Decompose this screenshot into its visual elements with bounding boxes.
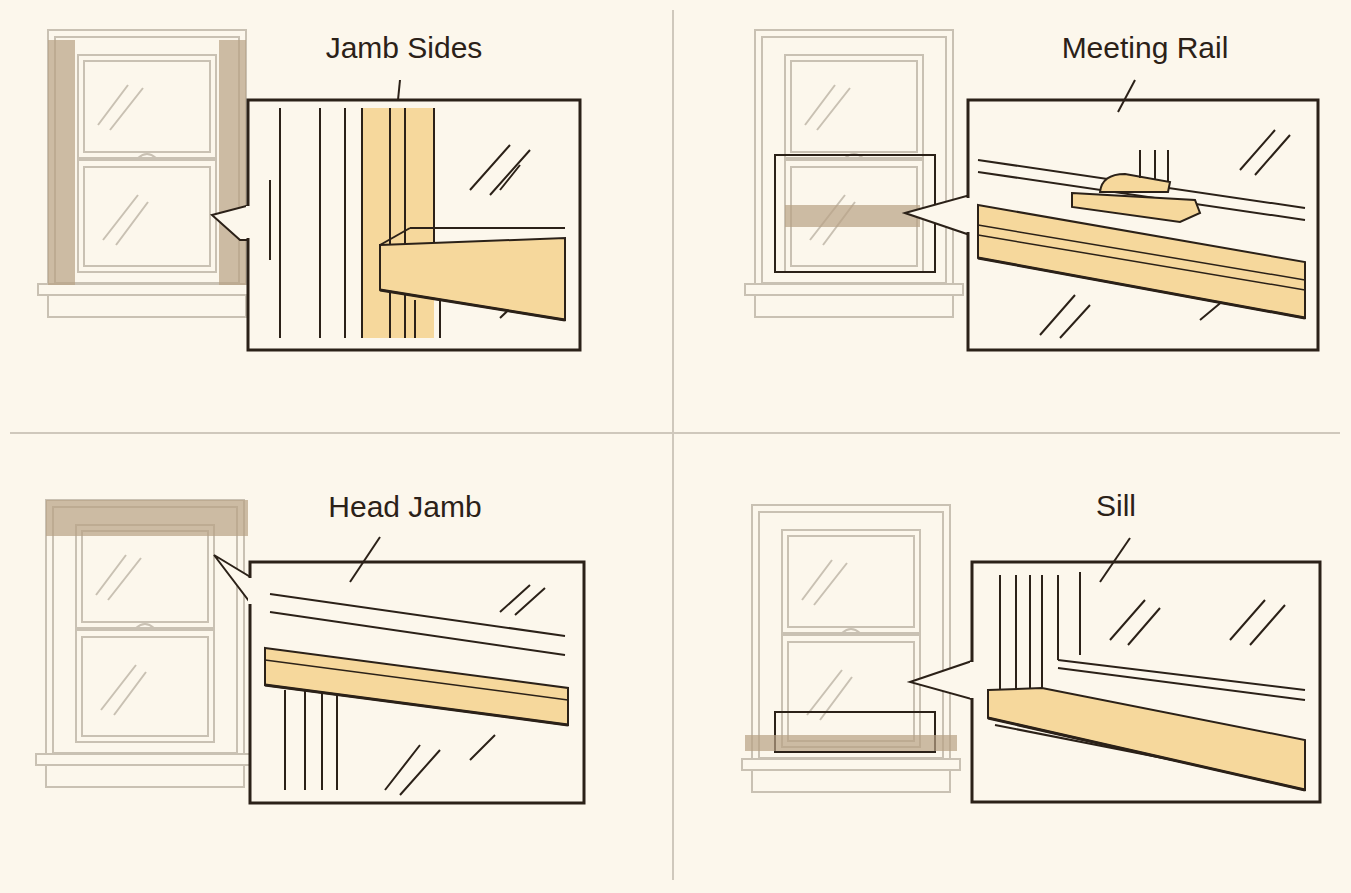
part-label: Sill bbox=[1096, 488, 1136, 524]
part-label: Meeting Rail bbox=[1062, 30, 1229, 66]
part-label: Head Jamb bbox=[328, 489, 481, 525]
part-label: Jamb Sides bbox=[326, 30, 483, 66]
